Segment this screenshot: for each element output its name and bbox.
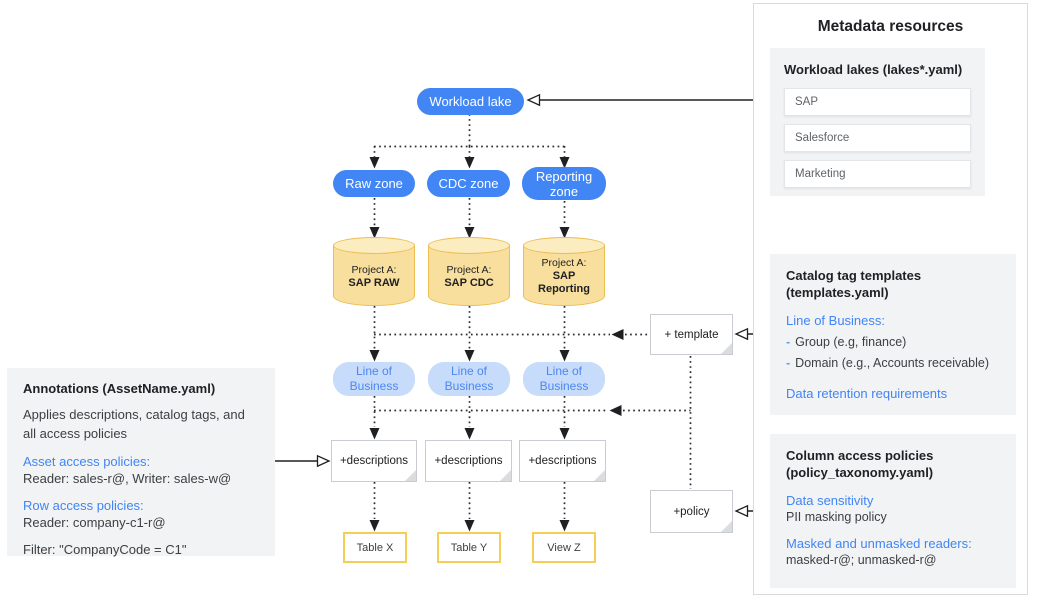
workload-lakes-section: Workload lakes (lakes*.yaml) SAP Salesfo… [770,48,985,196]
project-sap-cdc-cylinder: Project A: SAP CDC [428,237,510,306]
solid-arrowhead-down-icon [369,350,380,362]
data-retention-heading: Data retention requirements [786,386,948,401]
project-name: SAP Reporting [538,270,590,295]
bullet-text: Domain (e.g., Accounts receivable) [795,356,990,370]
template-bullet: - Domain (e.g., Accounts receivable) [786,355,1000,371]
hollow-arrowhead-right-icon [316,454,331,468]
masked-readers-text: masked-r@; unmasked-r@ [786,553,937,567]
hollow-arrowhead-left-icon [526,93,541,107]
solid-arrowhead-down-icon [369,520,380,532]
template-bullet: - Group (e.g, finance) [786,334,1000,350]
column-access-policies-section: Column access policies (policy_taxonomy.… [770,434,1016,588]
bullet-dash-icon: - [786,356,791,370]
solid-arrowhead-down-icon [369,428,380,440]
view-z-node: View Z [532,532,596,563]
catalog-tag-templates-section: Catalog tag templates (templates.yaml) L… [770,254,1016,415]
column-policies-heading: Column access policies (policy_taxonomy.… [786,448,934,480]
table-x-node: Table X [343,532,407,563]
cylinder-top [523,237,605,254]
lake-item-marketing: Marketing [784,160,971,188]
row-access-policies-heading: Row access policies: [23,498,144,513]
solid-arrowhead-down-icon [559,350,570,362]
project-prefix: Project A: [351,263,397,276]
data-sensitivity-text: PII masking policy [786,510,887,524]
solid-arrowhead-down-icon [559,157,570,169]
metadata-resources-title: Metadata resources [817,18,964,35]
descriptions-note: +descriptions [519,440,606,482]
cylinder-body [523,245,605,306]
solid-arrowhead-down-icon [559,227,570,239]
hollow-arrowhead-left-icon [734,327,749,341]
metadata-resources-panel: Metadata resources Workload lakes (lakes… [753,3,1028,595]
data-sensitivity-heading: Data sensitivity [786,493,874,508]
bullet-text: Group (e.g, finance) [795,335,907,349]
line-of-business-node: Line of Business [333,362,415,396]
line-of-business-heading: Line of Business: [786,313,886,328]
table-y-node: Table Y [437,532,501,563]
template-note: + template [650,314,733,355]
policy-note: +policy [650,490,733,533]
solid-arrowhead-down-icon [559,428,570,440]
solid-arrowhead-down-icon [464,227,475,239]
project-name: SAP CDC [444,276,494,289]
line-of-business-node: Line of Business [428,362,510,396]
annotations-panel: Annotations (AssetName.yaml) Applies des… [7,368,275,557]
solid-arrowhead-down-icon [464,428,475,440]
annotations-title: Annotations (AssetName.yaml) [23,381,216,396]
cylinder-top [333,237,415,254]
masked-readers-heading: Masked and unmasked readers: [786,536,972,551]
project-name: SAP RAW [348,276,400,289]
row-access-policies-text: Reader: company-c1-r@ [23,515,166,530]
line-of-business-node: Line of Business [523,362,605,396]
solid-arrowhead-down-icon [369,157,380,169]
cylinder-body [428,245,510,306]
cylinder-body [333,245,415,306]
project-prefix: Project A: [446,263,492,276]
solid-arrowhead-down-icon [369,227,380,239]
descriptions-note: +descriptions [425,440,512,482]
cylinder-top [428,237,510,254]
solid-arrowhead-left-icon [611,329,624,340]
solid-arrowhead-down-icon [464,350,475,362]
reporting-zone-node: Reporting zone [522,167,606,200]
project-sap-raw-cylinder: Project A: SAP RAW [333,237,415,306]
solid-arrowhead-down-icon [464,520,475,532]
project-sap-reporting-cylinder: Project A: SAP Reporting [523,237,605,306]
asset-access-policies-text: Reader: sales-r@, Writer: sales-w@ [23,471,232,486]
annotations-description: Applies descriptions, catalog tags, and … [23,407,245,441]
descriptions-note: +descriptions [331,440,417,482]
solid-arrowhead-left-icon [609,405,622,416]
project-prefix: Project A: [541,257,587,269]
workload-lake-node: Workload lake [417,88,524,115]
lake-item-salesforce: Salesforce [784,124,971,152]
solid-arrowhead-down-icon [559,520,570,532]
asset-access-policies-heading: Asset access policies: [23,454,151,469]
lake-item-sap: SAP [784,88,971,116]
cdc-zone-node: CDC zone [427,170,510,197]
hollow-arrowhead-left-icon [734,504,749,518]
bullet-dash-icon: - [786,335,791,349]
raw-zone-node: Raw zone [333,170,415,197]
workload-lakes-heading: Workload lakes (lakes*.yaml) [784,62,963,77]
catalog-templates-heading: Catalog tag templates (templates.yaml) [786,268,922,300]
filter-text: Filter: "CompanyCode = C1" [23,542,187,557]
solid-arrowhead-down-icon [464,157,475,169]
